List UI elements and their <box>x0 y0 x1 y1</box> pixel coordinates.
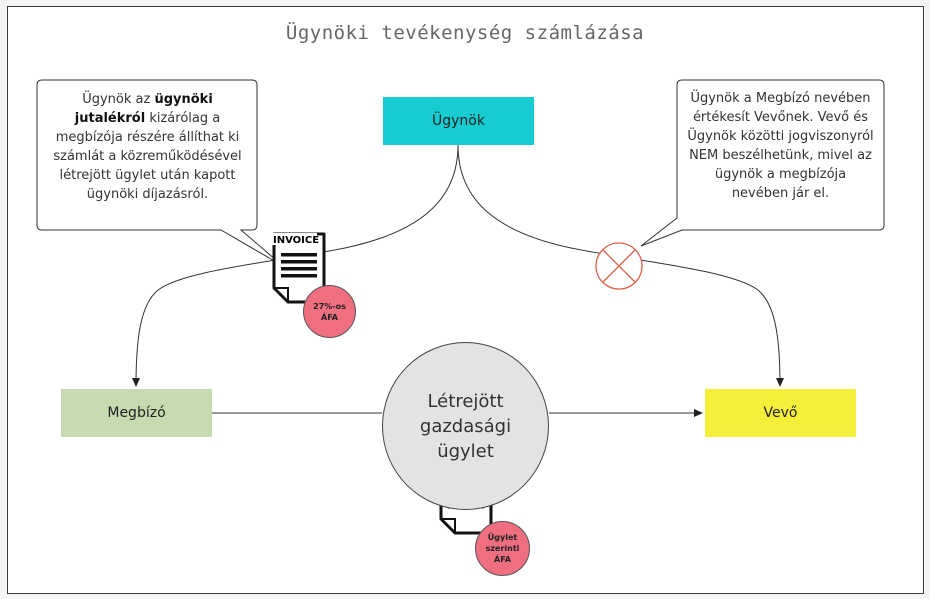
agent-node[interactable]: Ügynök <box>383 97 534 145</box>
invoice-icon: INVOICE <box>271 232 326 304</box>
cross-icon <box>595 242 643 290</box>
callout-right-shape <box>640 79 885 247</box>
callout-left: Ügynök az ügynöki jutalékról kizárólag a… <box>37 81 258 231</box>
callout-right: Ügynök a Megbízó nevében értékesít Vevőn… <box>677 80 884 230</box>
commission-vat-label: 27%-os ÁFA <box>313 301 346 322</box>
transaction-vat-label: Ügylet szerinti ÁFA <box>485 533 520 564</box>
callout-left-text-after: kizárólag a megbízója részére állíthat k… <box>53 111 242 202</box>
transaction-label: Létrejött gazdasági ügylet <box>419 390 512 462</box>
callout-left-text-before: Ügynök az <box>82 92 155 107</box>
callout-right-text: Ügynök a Megbízó nevében értékesít Vevőn… <box>687 91 874 201</box>
principal-node[interactable]: Megbízó <box>61 389 212 437</box>
diagram-title: Ügynöki tevékenység számlázása <box>285 22 645 44</box>
buyer-node[interactable]: Vevő <box>705 389 856 437</box>
invoice-label: INVOICE <box>273 235 319 246</box>
transaction-node[interactable]: Létrejött gazdasági ügylet <box>382 342 549 510</box>
callout-left-text-bold: ügynöki jutalékról <box>74 92 213 126</box>
connector-agent-to-buyer <box>457 144 784 387</box>
commission-vat-badge: 27%-os ÁFA <box>303 285 356 338</box>
callout-left-shape <box>36 79 284 267</box>
connector-agent-to-principal <box>132 144 459 387</box>
principal-label: Megbízó <box>107 405 166 421</box>
agent-label: Ügynök <box>432 113 485 129</box>
transaction-vat-badge: Ügylet szerinti ÁFA <box>475 521 530 576</box>
buyer-label: Vevő <box>763 405 798 421</box>
